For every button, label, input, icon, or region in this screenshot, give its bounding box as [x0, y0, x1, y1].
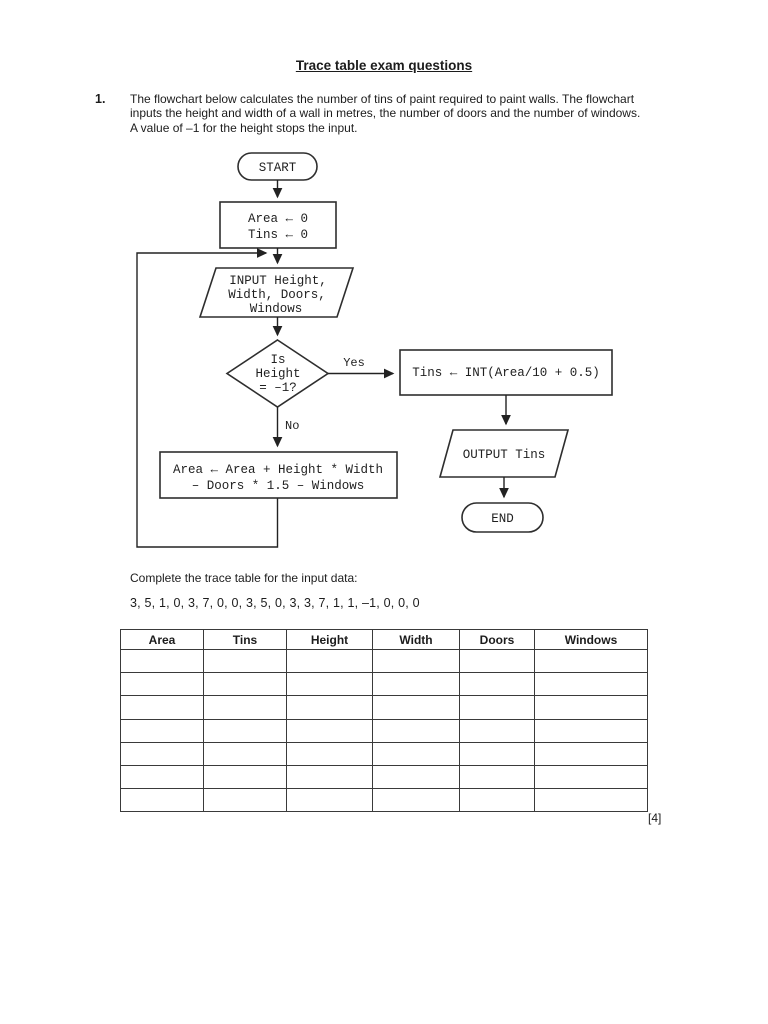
input-line: INPUT Height,	[229, 274, 327, 288]
flowchart: START Area ← 0 Tins ← 0 INPUT Height, Wi…	[136, 152, 613, 548]
trace-table-cell	[534, 695, 648, 720]
trace-table-cell	[372, 741, 460, 766]
decision-line: = –1?	[259, 381, 297, 395]
input-data-values: 3, 5, 1, 0, 3, 7, 0, 0, 3, 5, 0, 3, 3, 7…	[130, 596, 420, 610]
trace-table-cell	[286, 741, 373, 766]
trace-table-cell	[286, 695, 373, 720]
end-label: END	[491, 512, 514, 526]
input-line: Width, Doors,	[228, 288, 326, 302]
trace-table-cell	[120, 764, 204, 790]
trace-table-cell	[286, 788, 373, 813]
trace-table-cell	[372, 788, 460, 813]
trace-table-cell	[459, 741, 535, 766]
trace-table-row	[120, 718, 648, 743]
trace-table-cell	[203, 741, 287, 766]
trace-table-cell	[120, 718, 204, 743]
trace-table-cell	[534, 672, 648, 697]
trace-table-row	[120, 764, 648, 790]
trace-table-cell	[372, 672, 460, 697]
trace-table-cell	[203, 695, 287, 720]
trace-table-cell	[459, 672, 535, 697]
decision-line: Height	[255, 367, 300, 381]
decision-line: Is	[270, 353, 285, 367]
trace-table-cell	[203, 648, 287, 674]
trace-table-header-row: Area Tins Height Width Doors Windows	[120, 629, 648, 650]
yes-branch-label: Yes	[343, 356, 365, 370]
question-line: A value of –1 for the height stops the i…	[130, 120, 358, 135]
column-header-windows: Windows	[534, 629, 648, 650]
trace-table-cell	[203, 672, 287, 697]
trace-table-cell	[534, 741, 648, 766]
trace-table-cell	[120, 695, 204, 720]
trace-table-cell	[534, 788, 648, 813]
column-header-doors: Doors	[459, 629, 535, 650]
trace-table: Area Tins Height Width Doors Windows	[120, 629, 648, 813]
trace-table-instruction: Complete the trace table for the input d…	[130, 571, 358, 585]
trace-table-cell	[120, 741, 204, 766]
input-line: Windows	[250, 302, 303, 316]
start-label: START	[259, 161, 297, 175]
trace-table-cell	[203, 788, 287, 813]
trace-table-row	[120, 741, 648, 766]
trace-table-body	[120, 648, 648, 813]
init-line: Area ← 0	[248, 212, 308, 226]
input-parallelogram	[198, 267, 355, 318]
process-box	[159, 451, 398, 499]
trace-table-cell	[534, 718, 648, 743]
trace-table-row	[120, 672, 648, 697]
trace-table-cell	[120, 788, 204, 813]
question-text: The flowchart below calculates the numbe…	[130, 92, 640, 135]
trace-table-cell	[372, 695, 460, 720]
column-header-width: Width	[372, 629, 460, 650]
trace-table-cell	[459, 718, 535, 743]
trace-table-cell	[372, 764, 460, 790]
trace-table-row	[120, 788, 648, 813]
trace-table-row	[120, 648, 648, 674]
loop-arrow	[136, 248, 279, 548]
trace-table-cell	[534, 648, 648, 674]
output-label: OUTPUT Tins	[463, 448, 546, 462]
question-line: inputs the height and width of a wall in…	[130, 106, 641, 121]
trace-table-cell	[120, 672, 204, 697]
trace-table-cell	[459, 648, 535, 674]
end-terminator	[461, 502, 544, 533]
trace-table-cell	[372, 718, 460, 743]
trace-table-cell	[286, 764, 373, 790]
trace-table-cell	[459, 764, 535, 790]
trace-table-row	[120, 695, 648, 720]
trace-table-cell	[459, 788, 535, 813]
trace-table-cell	[203, 718, 287, 743]
calc-label: Tins ← INT(Area/10 + 0.5)	[412, 366, 600, 380]
trace-table-cell	[372, 648, 460, 674]
column-header-area: Area	[120, 629, 204, 650]
marks-badge: [4]	[648, 811, 662, 825]
output-parallelogram	[438, 429, 570, 478]
page-title: Trace table exam questions	[295, 58, 473, 73]
trace-table-cell	[286, 718, 373, 743]
no-branch-label: No	[285, 419, 299, 433]
trace-table-cell	[459, 695, 535, 720]
process-line: – Doors * 1.5 – Windows	[192, 479, 365, 493]
trace-table-cell	[286, 672, 373, 697]
init-line: Tins ← 0	[248, 228, 308, 242]
question-line: The flowchart below calculates the numbe…	[130, 92, 635, 106]
column-header-height: Height	[286, 629, 373, 650]
question-number: 1.	[95, 92, 106, 106]
column-header-tins: Tins	[203, 629, 287, 650]
trace-table-cell	[534, 764, 648, 790]
process-line: Area ← Area + Height * Width	[173, 463, 383, 477]
trace-table-cell	[286, 648, 373, 674]
trace-table-cell	[120, 648, 204, 674]
trace-table-cell	[203, 764, 287, 790]
